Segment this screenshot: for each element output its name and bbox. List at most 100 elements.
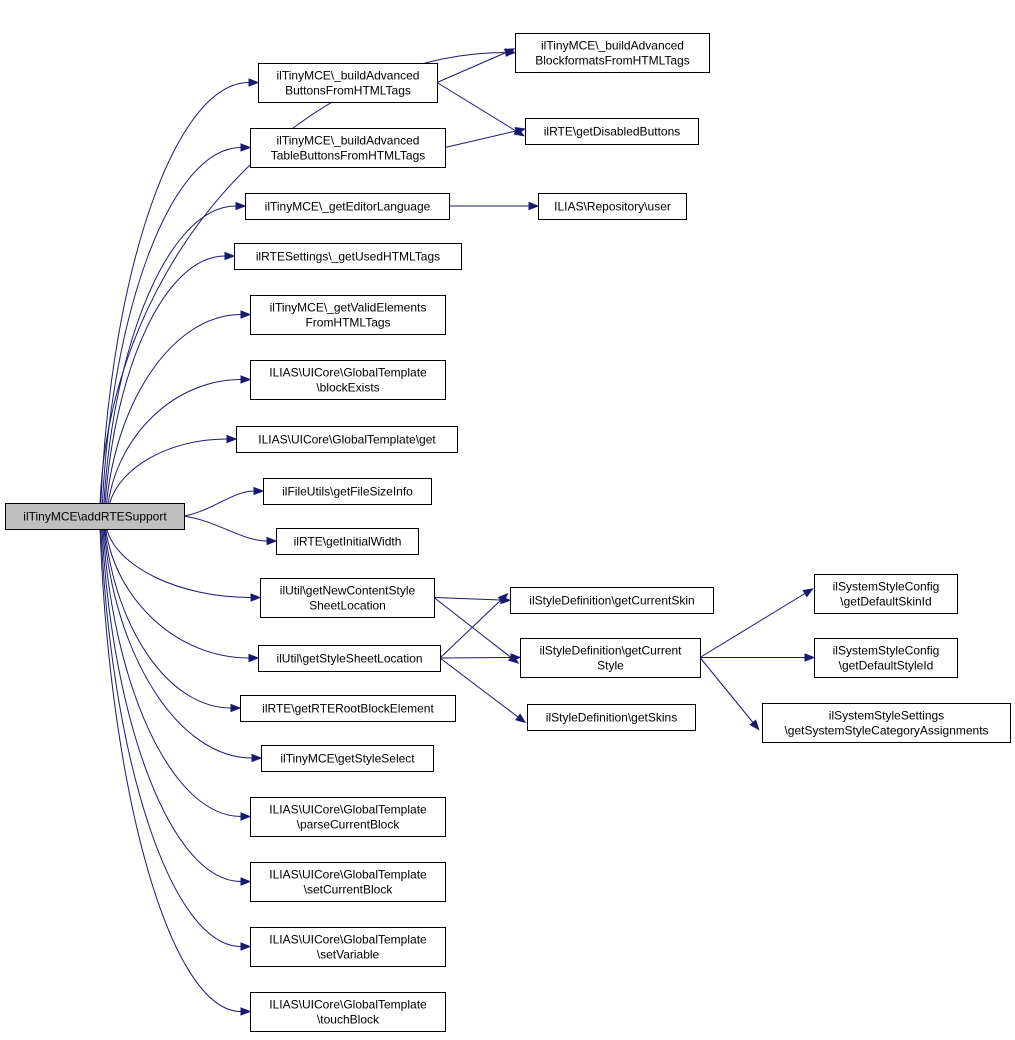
node-guht[interactable]: ilRTESettings\_getUsedHTMLTags: [234, 243, 462, 270]
node-box: [250, 128, 446, 168]
node-box: [250, 862, 446, 902]
node-gss[interactable]: ilTinyMCE\getStyleSelect: [261, 745, 434, 772]
node-babt[interactable]: ilTinyMCE\_buildAdvancedButtonsFromHTMLT…: [258, 63, 438, 103]
arrowhead: [248, 78, 260, 87]
edge-line: [699, 593, 806, 658]
node-root[interactable]: ilTinyMCE\addRTESupport: [5, 503, 185, 530]
node-gdstyle[interactable]: ilSystemStyleConfig\getDefaultStyleId: [814, 638, 958, 678]
edge-line: [436, 82, 517, 132]
node-label-line: TableButtonsFromHTMLTags: [271, 149, 426, 163]
edge-babt-to-bafbt: [436, 48, 516, 83]
arrowhead: [266, 536, 278, 546]
node-get[interactable]: ILIAS\UICore\GlobalTemplate\get: [236, 426, 458, 453]
edge-line: [102, 528, 242, 817]
edge-root-to-batbt: [101, 143, 252, 504]
node-label-line: ILIAS\UICore\GlobalTemplate: [269, 366, 427, 380]
edge-root-to-gel: [103, 201, 247, 504]
node-label-line: ilTinyMCE\_getEditorLanguage: [265, 200, 431, 214]
node-giw[interactable]: ilRTE\getInitialWidth: [276, 528, 419, 555]
node-label-line: ILIAS\UICore\GlobalTemplate: [269, 868, 427, 882]
edge-gssl-to-gcskin: [439, 592, 509, 659]
edge-root-to-rrbe: [104, 528, 242, 713]
node-box: [240, 695, 456, 722]
node-box: [263, 478, 432, 505]
node-box: [5, 503, 185, 530]
node-box: [250, 797, 446, 837]
node-gdskin[interactable]: ilSystemStyleConfig\getDefaultSkinId: [814, 574, 958, 614]
node-gskins[interactable]: ilStyleDefinition\getSkins: [527, 704, 696, 731]
node-gssca[interactable]: ilSystemStyleSettings\getSystemStyleCate…: [762, 703, 1011, 743]
edge-line: [104, 255, 226, 504]
arrowhead: [248, 653, 260, 663]
node-box: [260, 578, 435, 618]
node-label-line: ilFileUtils\getFileSizeInfo: [282, 485, 413, 499]
node-label-line: BlockformatsFromHTMLTags: [535, 54, 689, 68]
node-label-line: \getSystemStyleCategoryAssignments: [784, 724, 988, 738]
node-label-line: \touchBlock: [317, 1013, 380, 1027]
node-box: [236, 426, 458, 453]
node-label-line: ILIAS\UICore\GlobalTemplate: [269, 933, 427, 947]
node-blk[interactable]: ILIAS\UICore\GlobalTemplate\blockExists: [250, 360, 446, 400]
arrowhead: [240, 143, 252, 152]
node-gdb[interactable]: ilRTE\getDisabledButtons: [525, 118, 699, 145]
edge-line: [183, 490, 255, 517]
node-box: [250, 295, 446, 335]
arrowhead: [226, 434, 238, 444]
edge-line: [433, 597, 502, 601]
node-sv[interactable]: ILIAS\UICore\GlobalTemplate\setVariable: [250, 927, 446, 967]
node-pcb[interactable]: ILIAS\UICore\GlobalTemplate\parseCurrent…: [250, 797, 446, 837]
edge-root-to-gvef: [106, 310, 252, 504]
node-label-line: ButtonsFromHTMLTags: [285, 84, 411, 98]
node-box: [245, 193, 450, 220]
edge-gel-to-repo: [449, 201, 540, 211]
edge-batbt-to-gdb: [444, 126, 527, 148]
node-label-line: \setVariable: [317, 948, 380, 962]
node-box: [250, 927, 446, 967]
node-gel[interactable]: ilTinyMCE\_getEditorLanguage: [245, 193, 450, 220]
node-label-line: \getDefaultSkinId: [840, 595, 931, 609]
node-box: [250, 992, 446, 1032]
node-box: [234, 243, 462, 270]
edge-gssl-to-gcstyle: [439, 653, 522, 662]
node-box: [520, 638, 701, 678]
node-gssl[interactable]: ilUtil\getStyleSheetLocation: [258, 645, 441, 672]
edge-line: [101, 528, 242, 882]
arrowhead: [224, 251, 236, 261]
node-label-line: SheetLocation: [309, 599, 386, 613]
node-scb[interactable]: ILIAS\UICore\GlobalTemplate\setCurrentBl…: [250, 862, 446, 902]
edge-gncs-to-gcstyle: [433, 597, 520, 664]
node-tb[interactable]: ILIAS\UICore\GlobalTemplate\touchBlock: [250, 992, 446, 1032]
edge-root-to-giw: [183, 515, 278, 546]
node-batbt[interactable]: ilTinyMCE\_buildAdvancedTableButtonsFrom…: [250, 128, 446, 168]
node-label-line: ilTinyMCE\_buildAdvanced: [541, 39, 684, 53]
node-gcskin[interactable]: ilStyleDefinition\getCurrentSkin: [510, 587, 714, 614]
edge-line: [439, 599, 502, 659]
node-rrbe[interactable]: ilRTE\getRTERootBlockElement: [240, 695, 456, 722]
arrowhead: [804, 653, 816, 662]
edge-line: [103, 205, 237, 504]
node-box: [515, 33, 710, 73]
node-label-line: FromHTMLTags: [305, 316, 390, 330]
arrowhead: [240, 1007, 252, 1016]
edge-gcstyle-to-gdstyle: [700, 653, 816, 662]
node-label-line: \getDefaultStyleId: [839, 659, 934, 673]
node-box: [527, 704, 696, 731]
node-box: [276, 528, 419, 555]
arrowhead: [802, 588, 814, 598]
node-bafbt[interactable]: ilTinyMCE\_buildAdvancedBlockformatsFrom…: [515, 33, 710, 73]
node-box: [250, 360, 446, 400]
node-label-line: \parseCurrentBlock: [297, 818, 401, 832]
edge-line: [699, 657, 754, 723]
node-box: [538, 193, 687, 220]
node-repo[interactable]: ILIAS\Repository\user: [538, 193, 687, 220]
arrowhead: [497, 592, 509, 604]
node-label-line: ilRTE\getInitialWidth: [294, 535, 402, 549]
arrowhead: [240, 942, 252, 951]
node-fsi[interactable]: ilFileUtils\getFileSizeInfo: [263, 478, 432, 505]
edge-line: [100, 528, 242, 947]
edge-line: [101, 147, 242, 504]
